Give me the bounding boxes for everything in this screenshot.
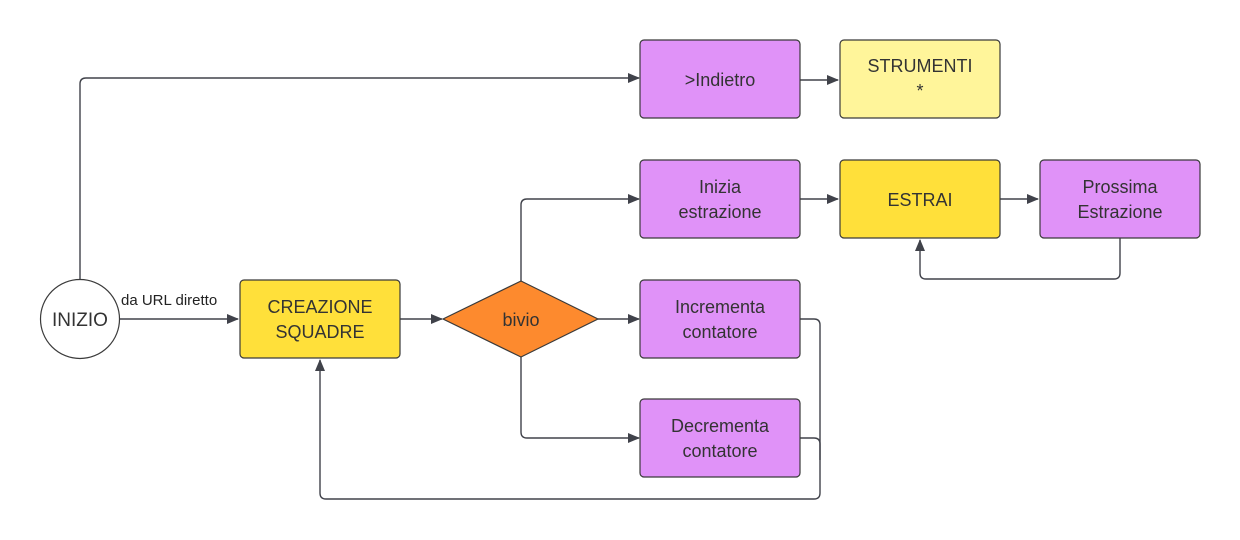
node-bivio-label: bivio (502, 310, 539, 330)
node-decrementa-label-line2: contatore (682, 441, 757, 461)
node-creazione-label-line2: SQUADRE (275, 322, 364, 342)
node-creazione-squadre: CREAZIONE SQUADRE (239, 279, 401, 359)
node-strumenti-label-line2: * (916, 81, 923, 101)
edge-prossima-to-estrai (915, 238, 1121, 280)
node-indietro-label: >Indietro (685, 70, 756, 90)
node-incrementa-label-line1: Incrementa (675, 297, 766, 317)
node-indietro: >Indietro (639, 39, 801, 119)
node-decrementa-label-line1: Decrementa (671, 416, 770, 436)
node-decrementa-contatore: Decrementa contatore (639, 398, 801, 478)
node-prossima-estrazione: Prossima Estrazione (1039, 159, 1201, 239)
node-inizia-label-line1: Inizia (699, 177, 742, 197)
node-incrementa-contatore: Incrementa contatore (639, 279, 801, 359)
node-prossima-label-line1: Prossima (1082, 177, 1158, 197)
node-creazione-label-line1: CREAZIONE (267, 297, 372, 317)
node-estrai: ESTRAI (839, 159, 1001, 239)
node-inizia-estrazione: Inizia estrazione (639, 159, 801, 239)
node-inizia-label-line2: estrazione (678, 202, 761, 222)
node-inizio-label: INIZIO (52, 310, 108, 331)
node-bivio: bivio (441, 280, 600, 358)
edge-bivio-to-decrementa (520, 357, 640, 443)
node-inizio: INIZIO (39, 278, 121, 360)
edge-label-url-diretto: da URL diretto (121, 292, 217, 309)
node-incrementa-label-line2: contatore (682, 322, 757, 342)
edge-bivio-to-inizia (520, 194, 640, 281)
node-strumenti-label-line1: STRUMENTI (868, 56, 973, 76)
node-estrai-label: ESTRAI (887, 190, 952, 210)
node-strumenti: STRUMENTI * (839, 39, 1001, 119)
edge-inizio-to-indietro (79, 73, 640, 279)
edge-decrementa-to-loop (800, 437, 821, 460)
node-prossima-label-line2: Estrazione (1077, 202, 1162, 222)
edge-incrementa-to-creazione (315, 318, 821, 500)
